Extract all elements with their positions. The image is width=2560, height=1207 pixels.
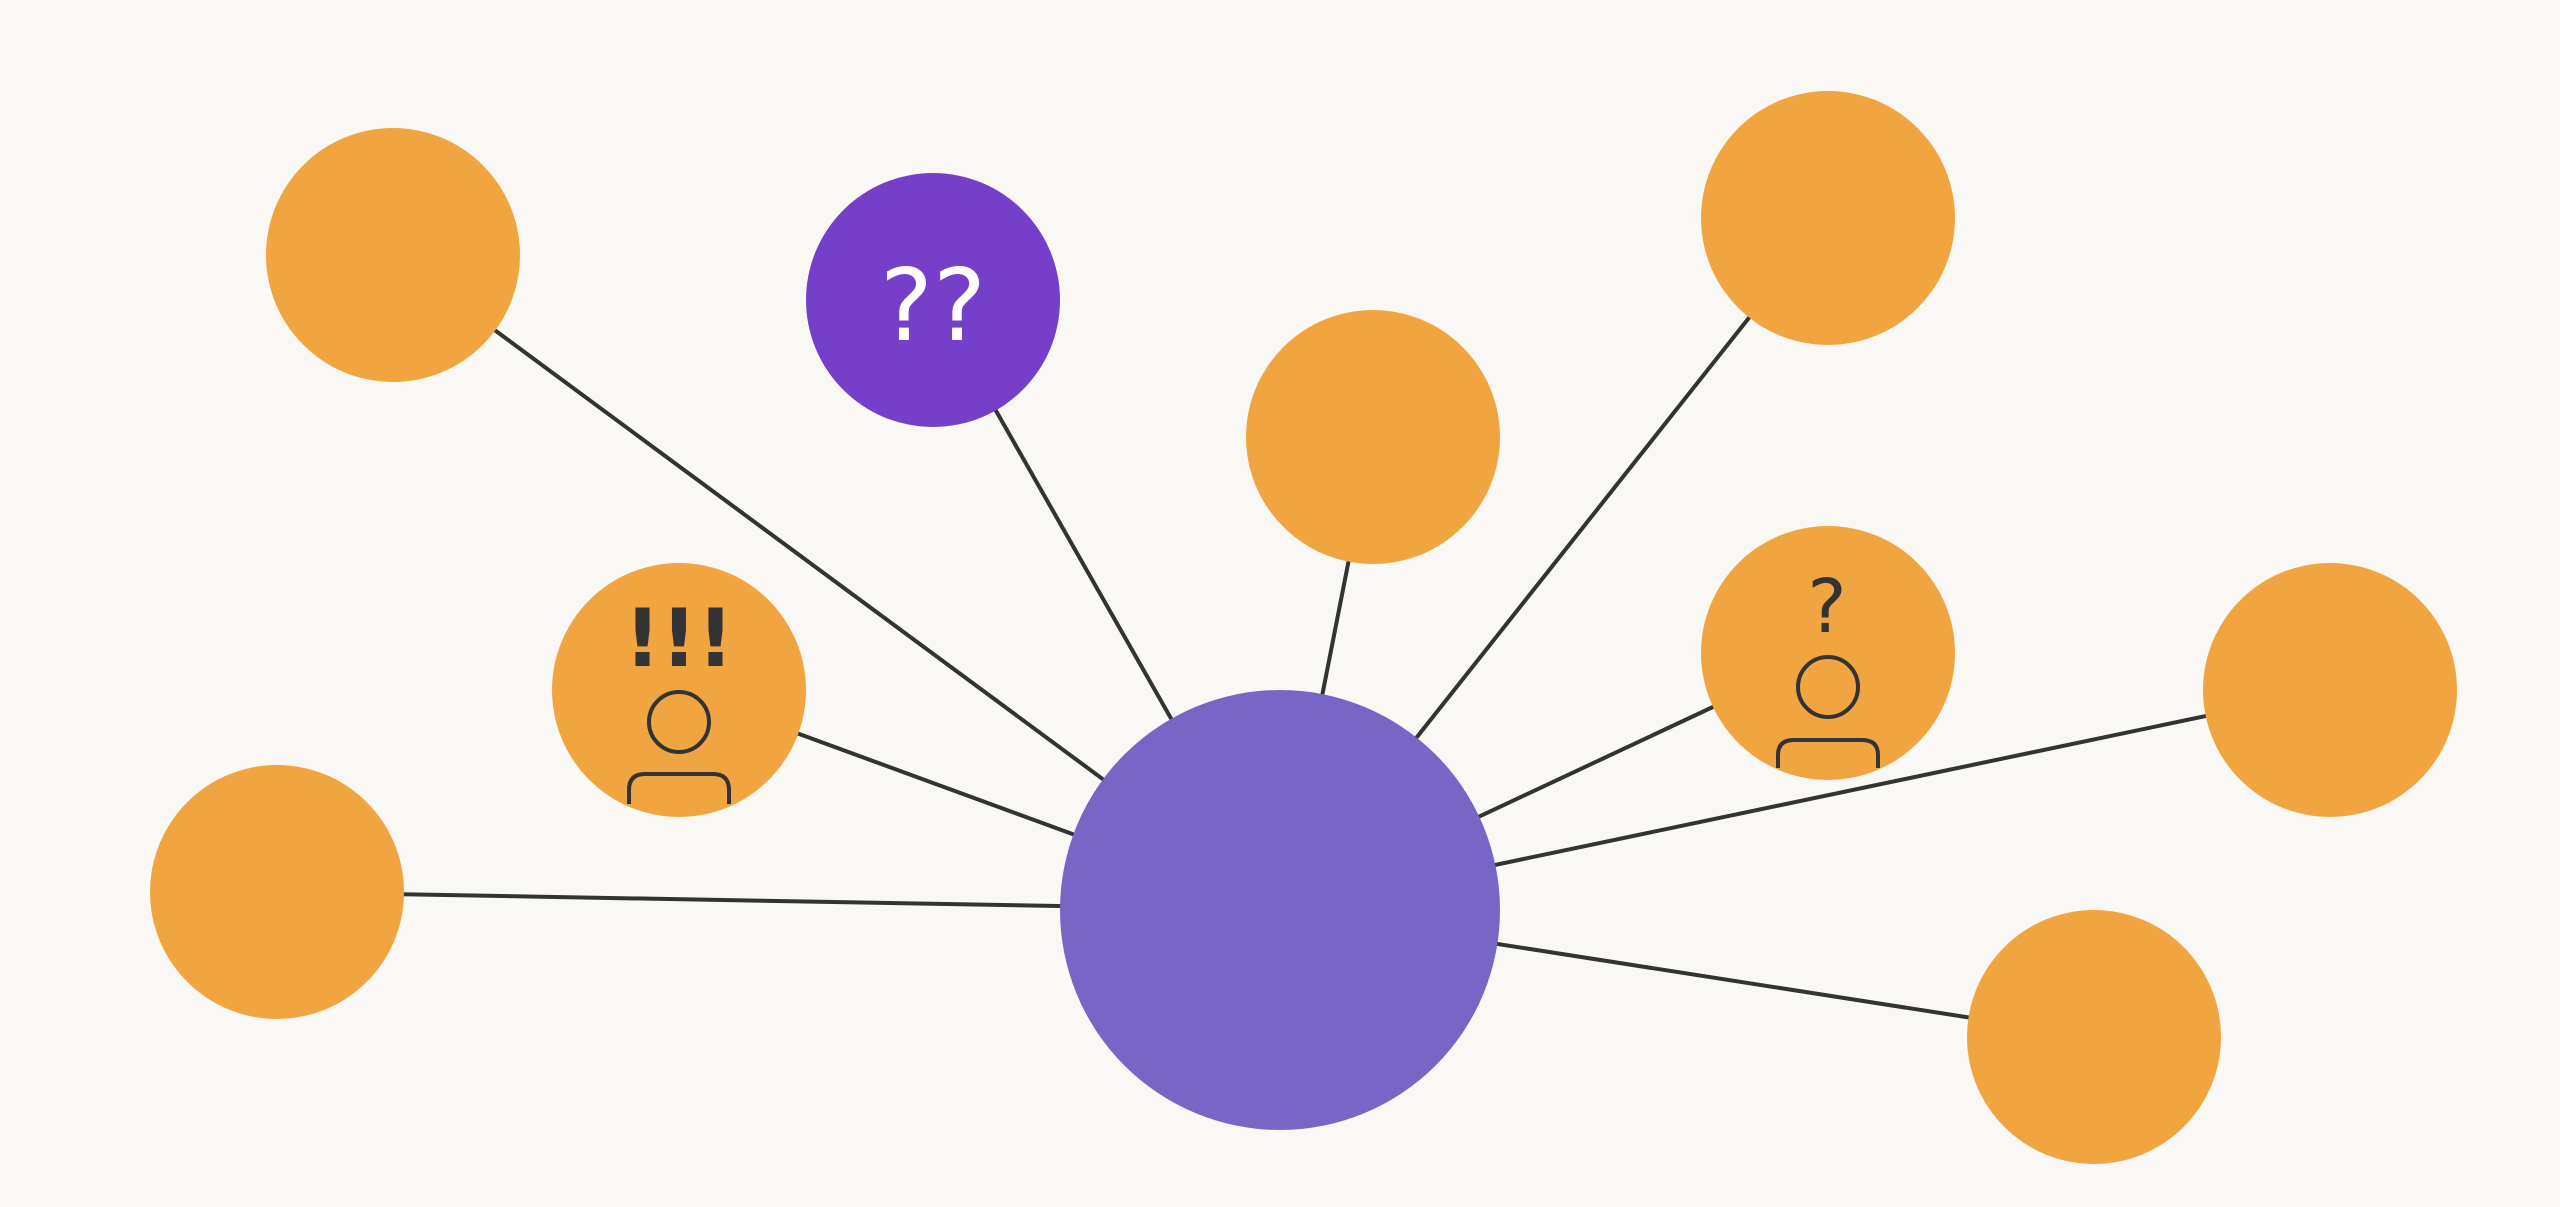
exclamation-icon: !!! <box>624 592 733 685</box>
node-double-question[interactable]: ?? <box>806 173 1060 427</box>
node-top-left[interactable] <box>266 128 520 382</box>
node-question-person[interactable]: ? <box>1701 526 1955 780</box>
node-top-center[interactable] <box>1246 310 1500 564</box>
person-icon <box>627 690 731 804</box>
person-icon <box>1776 655 1880 768</box>
node-top-right[interactable] <box>1701 91 1955 345</box>
question-node-circle <box>1701 526 1955 780</box>
double-question-icon: ?? <box>880 247 986 364</box>
hub-node[interactable] <box>1060 690 1500 1130</box>
node-bottom-right[interactable] <box>1967 910 2221 1164</box>
highlight-node-circle <box>806 173 1060 427</box>
node-right[interactable] <box>2203 563 2457 817</box>
node-exclaim-person[interactable]: !!! <box>552 563 806 817</box>
node-left[interactable] <box>150 765 404 1019</box>
question-icon: ? <box>1807 564 1846 650</box>
